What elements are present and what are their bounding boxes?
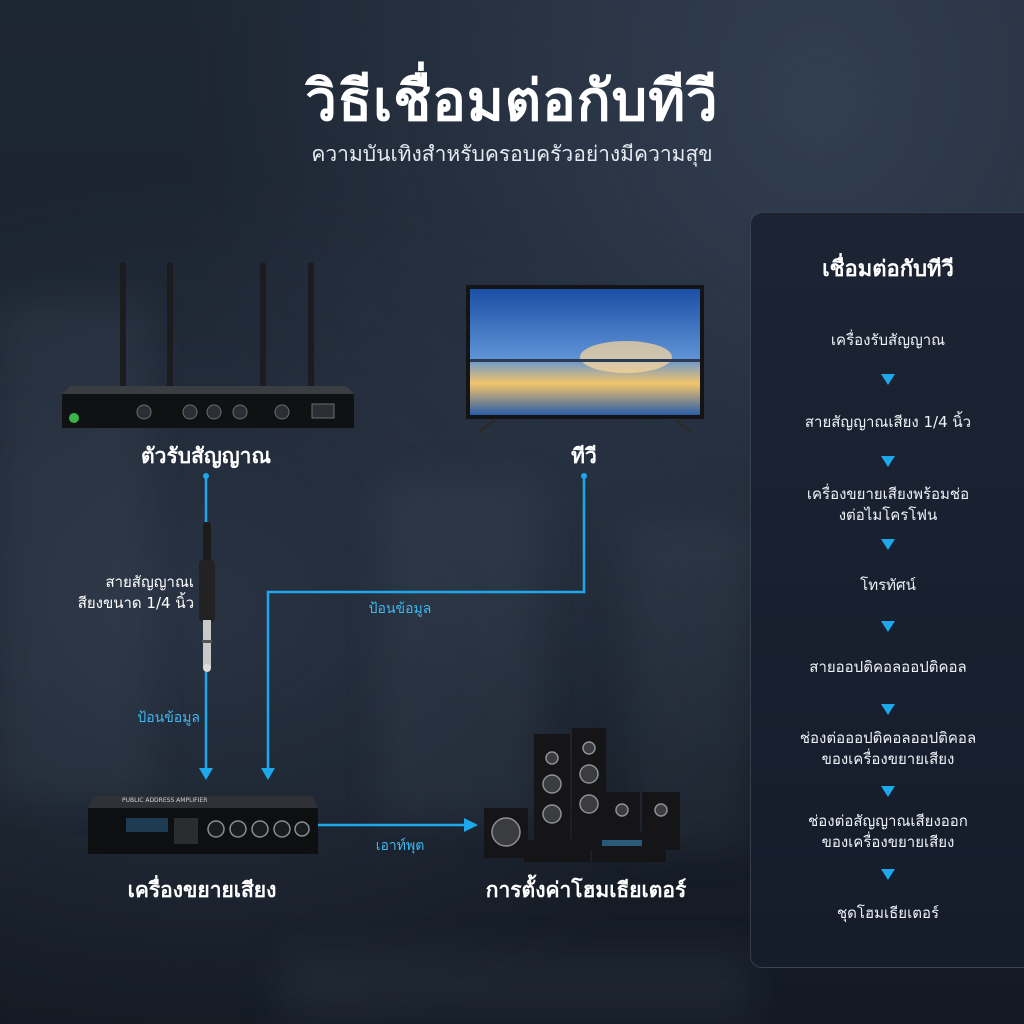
tv-sunset-glow — [580, 341, 672, 373]
cable-strain-relief — [203, 522, 211, 562]
step-text: ของเครื่องขยายเสียง — [821, 750, 955, 768]
step-text: สายสัญญาณเสียง 1/4 นิ้ว — [804, 413, 972, 431]
cable-plug-tip — [203, 620, 211, 668]
step-text: เครื่องรับสัญญาณ — [830, 331, 946, 349]
page-title: วิธีเชื่อมต่อกับทีวี — [305, 69, 719, 134]
arrowhead-down — [261, 768, 275, 780]
antenna — [308, 262, 314, 392]
tv-image — [466, 285, 704, 435]
step-text: ชุดโฮมเธียเตอร์ — [836, 904, 940, 922]
speaker-cone — [579, 764, 599, 784]
input-label-tv: ป้อนข้อมูล — [368, 601, 432, 617]
amplifier-top — [88, 796, 318, 808]
page-subtitle: ความบันเทิงสำหรับครอบครัวอย่างมีความสุข — [311, 142, 713, 166]
step-arrow — [881, 539, 895, 550]
amplifier-display — [126, 818, 168, 832]
step-item: สายสัญญาณเสียง 1/4 นิ้ว — [751, 412, 1024, 433]
step-arrow — [881, 374, 895, 385]
step-item: โทรทัศน์ — [751, 575, 1024, 596]
connection-wires — [199, 473, 587, 832]
speaker-cone — [654, 803, 668, 817]
xlr-jack — [136, 404, 152, 420]
step-arrow — [881, 456, 895, 467]
receiver-top — [62, 386, 354, 394]
step-arrow — [881, 786, 895, 797]
wire-tv-to-amplifier — [266, 475, 586, 770]
center-speaker — [524, 840, 590, 862]
step-text: ของเครื่องขยายเสียง — [821, 833, 955, 851]
speaker-cone — [545, 751, 559, 765]
volume-knob — [229, 820, 247, 838]
xlr-jack — [206, 404, 222, 420]
amplifier-panel-strip — [174, 818, 198, 844]
step-item: ช่องต่อออปติคอลออปติคอล ของเครื่องขยายเส… — [751, 728, 1024, 770]
step-item: สายออปติคอลออปติคอล — [751, 657, 1024, 678]
tv-stand-right — [673, 417, 693, 435]
speaker-cone — [542, 804, 562, 824]
ethernet-port — [311, 403, 335, 419]
step-text: โทรทัศน์ — [860, 576, 916, 594]
step-arrow — [881, 704, 895, 715]
step-text: งต่อไมโครโฟน — [838, 506, 938, 524]
av-receiver-display — [602, 840, 642, 846]
tv-label: ทีวี — [571, 444, 597, 468]
xlr-jack — [182, 404, 198, 420]
background-shape — [380, 480, 540, 820]
panel-title: เชื่อมต่อกับทีวี — [822, 257, 954, 282]
speaker-cone — [491, 817, 521, 847]
speaker-cone — [615, 803, 629, 817]
step-arrow — [881, 869, 895, 880]
step-item: ชุดโฮมเธียเตอร์ — [751, 903, 1024, 924]
amplifier-label: เครื่องขยายเสียง — [127, 878, 277, 902]
mic-jack — [294, 821, 310, 837]
step-text: สายออปติคอลออปติคอล — [809, 658, 967, 676]
tv-stand-left — [477, 417, 497, 435]
xlr-jack — [232, 404, 248, 420]
cable-plug-body — [199, 560, 215, 622]
wire-dot — [203, 473, 209, 479]
antenna — [167, 262, 173, 392]
volume-knob — [251, 820, 269, 838]
cable-label-line: สายสัญญาณเ — [105, 573, 194, 591]
arrowhead-down — [199, 768, 213, 780]
step-item: เครื่องขยายเสียงพร้อมช่อ งต่อไมโครโฟน — [751, 484, 1024, 526]
connection-steps-panel: เชื่อมต่อกับทีวี เครื่องรับสัญญาณ สายสัญ… — [750, 212, 1024, 968]
step-item: ช่องต่อสัญญาณเสียงออก ของเครื่องขยายเสีย… — [751, 811, 1024, 853]
step-text: ช่องต่อสัญญาณเสียงออก — [808, 812, 968, 830]
speaker-cone — [582, 741, 596, 755]
volume-knob — [207, 820, 225, 838]
cable-plug-end — [203, 664, 211, 672]
cable-plug-ring — [202, 640, 212, 643]
receiver-label: ตัวรับสัญญาณ — [141, 444, 271, 468]
wireless-receiver-image — [62, 262, 354, 428]
wire-dot — [581, 473, 587, 479]
step-text: ช่องต่อออปติคอลออปติคอล — [799, 729, 977, 747]
output-label: เอาท์พุต — [375, 838, 425, 854]
antenna — [120, 262, 126, 392]
xlr-jack — [274, 404, 290, 420]
home-theater-label: การตั้งค่าโฮมเธียเตอร์ — [485, 878, 687, 902]
speaker-cone — [542, 774, 562, 794]
speaker-cone — [579, 794, 599, 814]
step-item: เครื่องรับสัญญาณ — [751, 330, 1024, 351]
antenna — [260, 262, 266, 392]
step-text: เครื่องขยายเสียงพร้อมช่อ — [806, 485, 970, 503]
volume-knob — [273, 820, 291, 838]
input-label-receiver: ป้อนข้อมูล — [137, 710, 200, 726]
step-arrow — [881, 621, 895, 632]
home-theater-image — [484, 728, 680, 862]
cable-label: สายสัญญาณเ สียงขนาด 1/4 นิ้ว — [18, 572, 194, 614]
background-shape — [280, 950, 750, 1024]
cable-label-line: สียงขนาด 1/4 นิ้ว — [77, 594, 194, 612]
amplifier-image: PUBLIC ADDRESS AMPLIFIER — [88, 796, 318, 858]
arrowhead-right — [464, 818, 478, 832]
tv-horizon — [470, 359, 700, 362]
quarter-inch-cable-image — [199, 522, 215, 672]
av-receiver — [592, 832, 666, 862]
amplifier-brand-text: PUBLIC ADDRESS AMPLIFIER — [122, 797, 208, 804]
power-led — [69, 413, 79, 423]
